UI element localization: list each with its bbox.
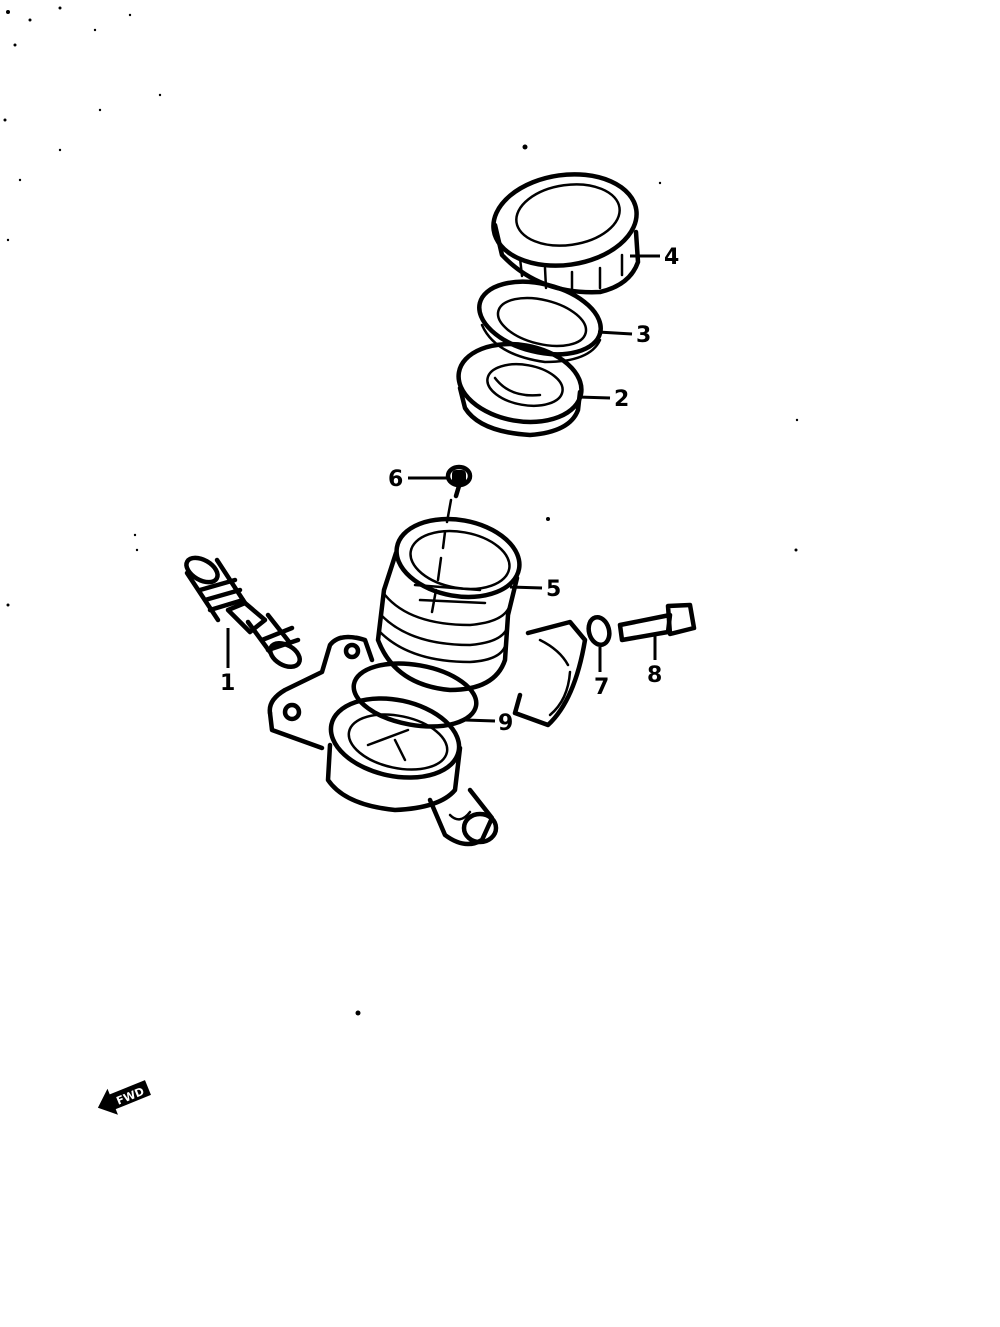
diaphragm-plate: [477, 279, 603, 364]
o-ring: [351, 661, 479, 729]
clamp-bolt: [617, 602, 697, 660]
callout-7: 7: [594, 675, 609, 700]
assembly-centerline: [430, 498, 453, 614]
master-cylinder-body: [267, 634, 499, 847]
callout-8: 8: [647, 663, 662, 688]
callout-3: 3: [636, 323, 651, 348]
callout-9: 9: [498, 711, 513, 736]
scan-noise: [3, 6, 799, 1016]
washer: [586, 614, 612, 672]
callout-6: 6: [388, 467, 403, 492]
callout-5: 5: [546, 577, 561, 602]
callout-1: 1: [220, 671, 235, 696]
reservoir-cap: [491, 172, 641, 295]
screw: [445, 464, 473, 499]
front-arrow-label: FWD: [115, 1085, 147, 1108]
front-direction-arrow: FWD: [97, 1080, 151, 1115]
callout-2: 2: [614, 387, 629, 412]
piston-assembly: [184, 555, 302, 670]
handlebar-clamp: [512, 619, 588, 728]
leader-lines: [408, 254, 660, 723]
diaphragm: [456, 341, 584, 438]
callout-labels: 4 3 2 6 5 1 9 7 8: [220, 245, 679, 736]
reservoir: [375, 516, 522, 693]
callout-4: 4: [664, 245, 679, 270]
